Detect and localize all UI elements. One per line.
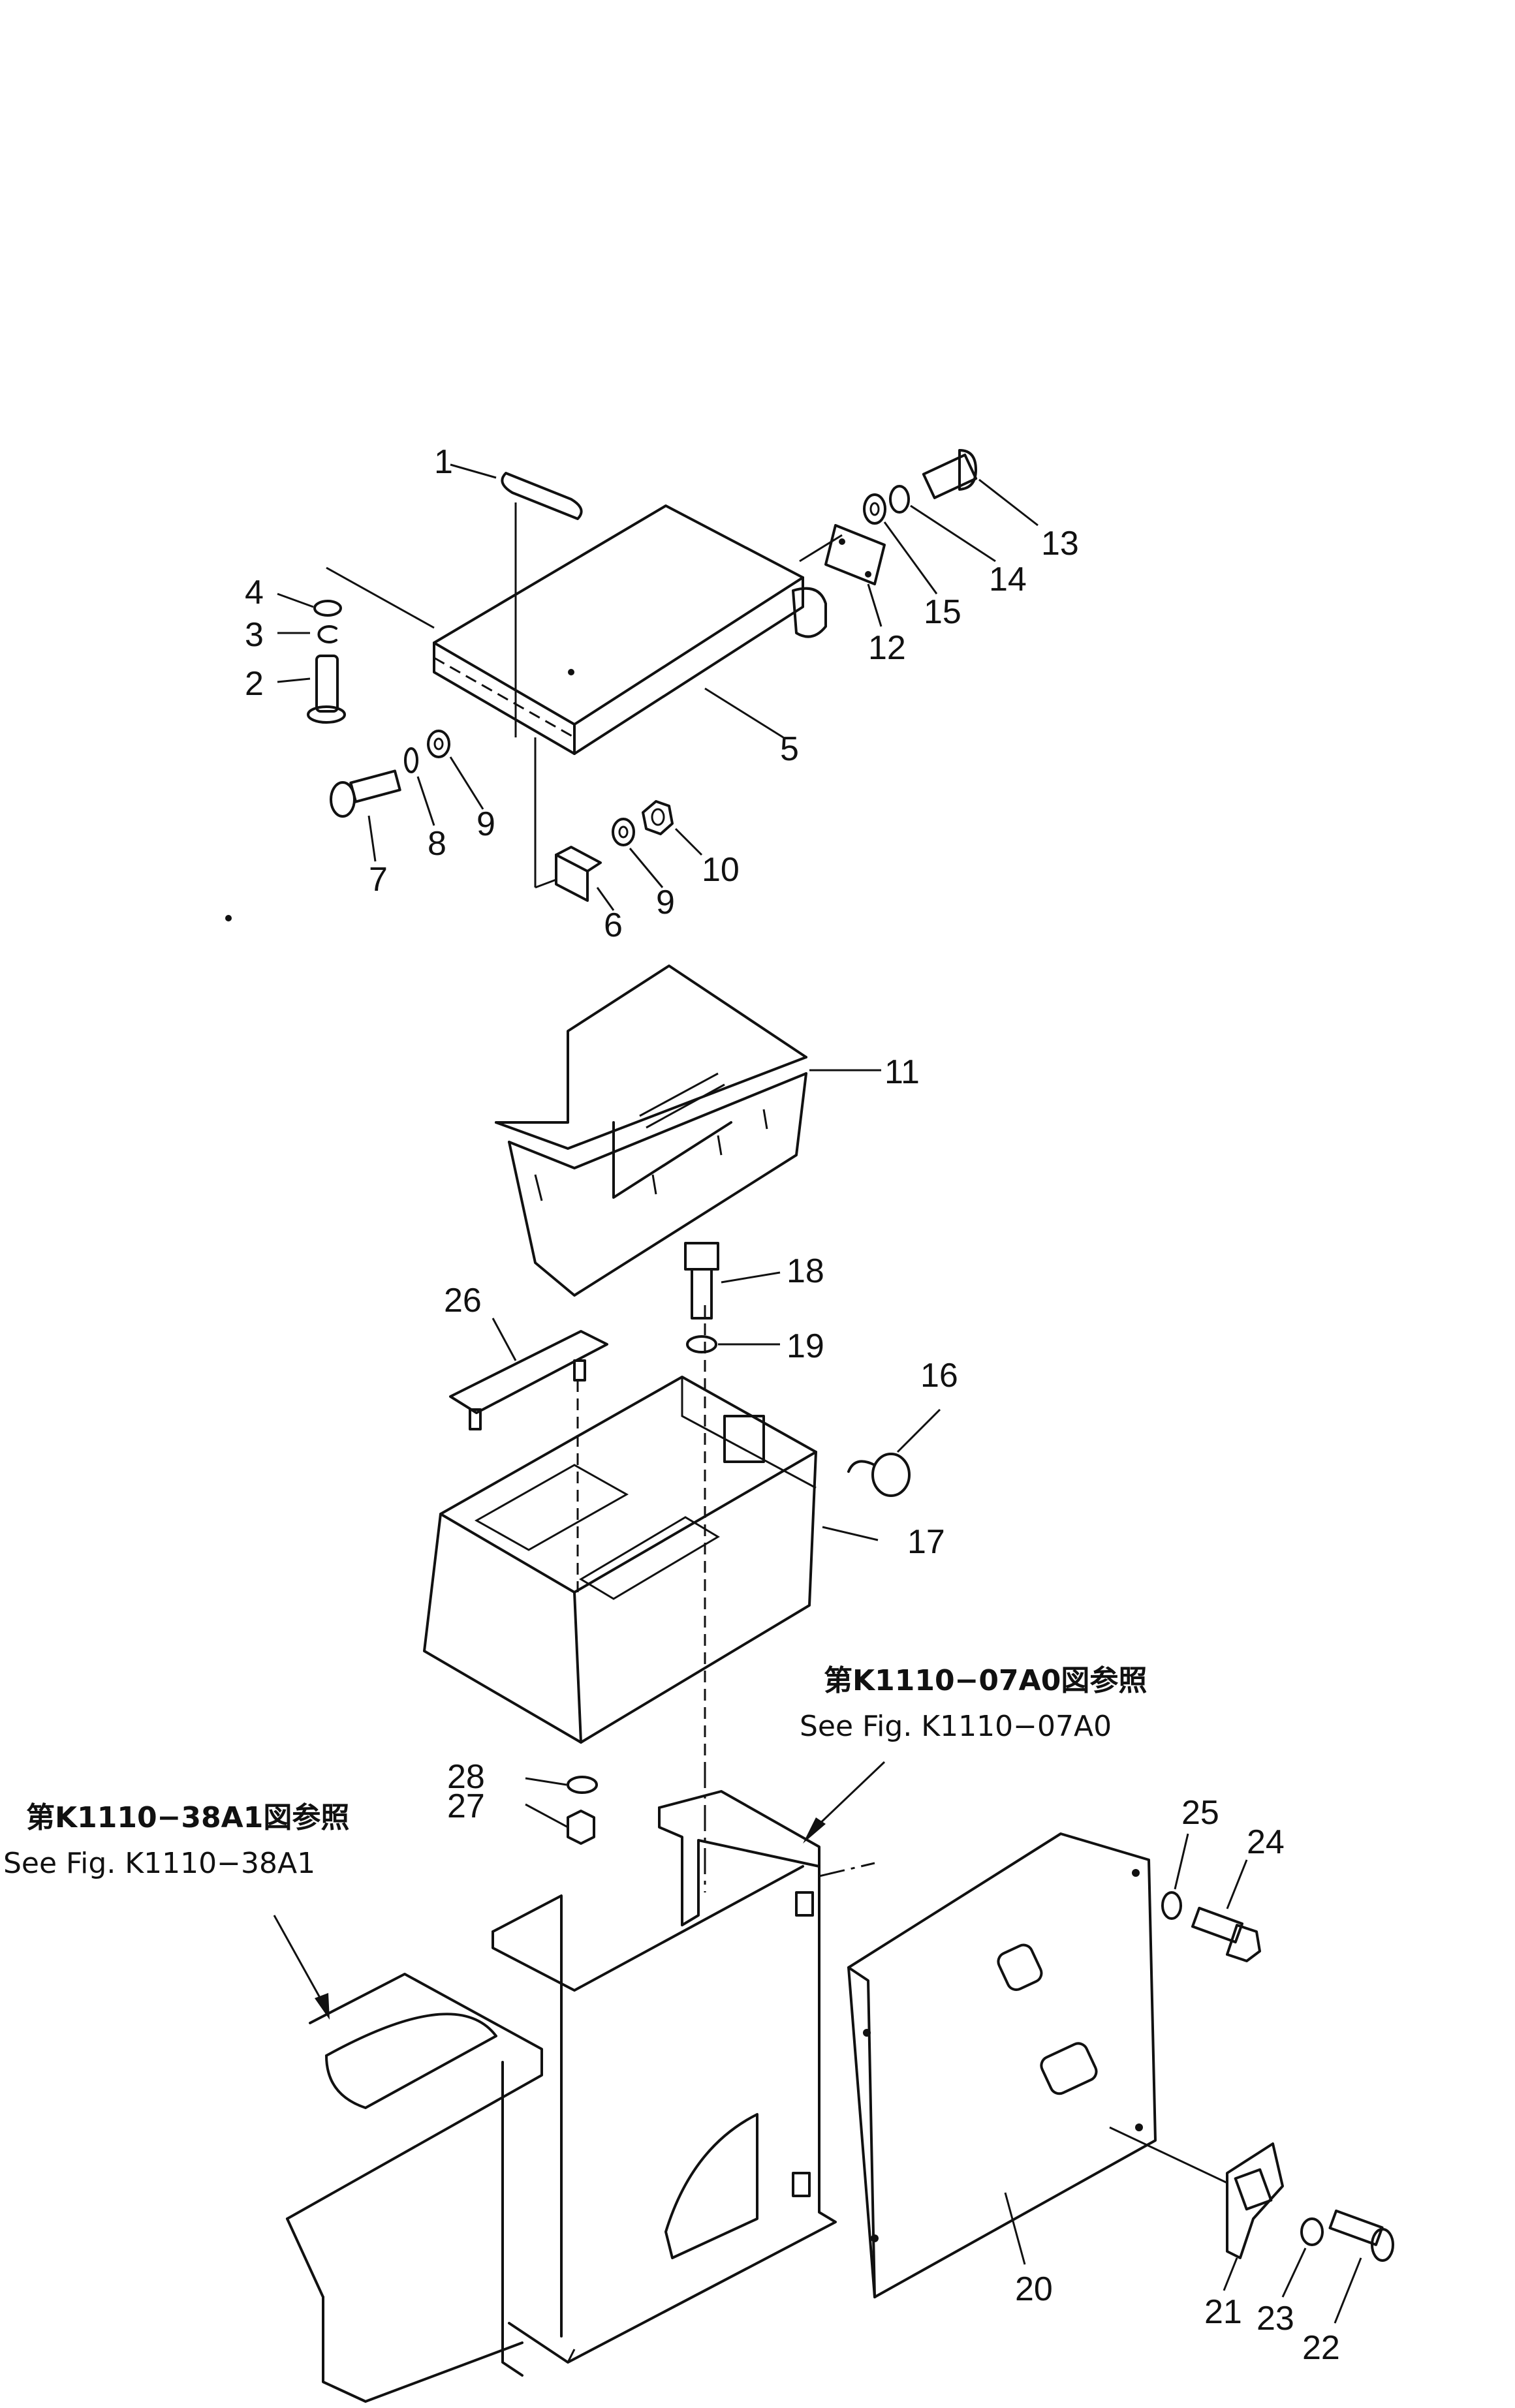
washer-3 <box>317 625 337 643</box>
frame-07a0 <box>492 1790 837 2364</box>
washer-4 <box>313 600 342 617</box>
label-12: 12 <box>868 629 906 667</box>
reference-arrow-07a0 <box>803 1761 886 1844</box>
label-6: 6 <box>604 906 623 944</box>
label-5: 5 <box>780 730 799 768</box>
reference-b-japanese: 第K1110−38A1図参照 <box>26 1801 349 1834</box>
frame-38a1 <box>286 1973 576 2403</box>
label-9b: 9 <box>656 884 675 921</box>
bolt-2 <box>307 655 346 724</box>
label-4: 4 <box>245 574 264 611</box>
label-27: 27 <box>447 1787 485 1825</box>
bolt-24 <box>1191 1906 1261 1962</box>
label-9a: 9 <box>476 805 495 843</box>
washer-9a <box>427 730 450 758</box>
armrest-cover <box>326 504 843 755</box>
plate-12 <box>824 524 886 585</box>
label-24: 24 <box>1247 1823 1285 1861</box>
label-1: 1 <box>434 443 453 481</box>
washer-19 <box>686 1335 717 1353</box>
label-23: 23 <box>1257 2300 1294 2338</box>
washer-23 <box>1300 2217 1324 2246</box>
reference-a-english: See Fig. K1110−07A0 <box>800 1710 1112 1743</box>
cover-26 <box>449 1330 608 1592</box>
reference-a-japanese: 第K1110−07A0図参照 <box>824 1664 1147 1697</box>
label-8: 8 <box>428 825 446 863</box>
washer-15 <box>863 493 886 525</box>
label-7: 7 <box>369 861 388 899</box>
label-2: 2 <box>245 665 264 703</box>
label-17: 17 <box>907 1523 945 1561</box>
bolt-18 <box>684 1242 719 1320</box>
label-3: 3 <box>245 616 264 654</box>
bracket-6 <box>534 737 602 902</box>
washer-28 <box>567 1776 598 1794</box>
nut-10 <box>642 800 674 835</box>
label-15: 15 <box>924 593 961 631</box>
label-19: 19 <box>787 1327 824 1365</box>
label-28: 28 <box>447 1758 485 1796</box>
label-20: 20 <box>1015 2270 1053 2308</box>
washer-25 <box>1161 1891 1182 1920</box>
clip-16 <box>847 1453 911 1497</box>
bolt-13 <box>922 449 978 499</box>
label-21: 21 <box>1204 2293 1242 2331</box>
bolt-7 <box>330 769 401 818</box>
label-14: 14 <box>989 561 1027 598</box>
stray-dot <box>225 915 232 921</box>
label-11: 11 <box>884 1053 920 1091</box>
washer-8 <box>404 747 418 773</box>
latch-21 <box>1226 2142 1284 2259</box>
label-26: 26 <box>444 1282 482 1320</box>
label-22: 22 <box>1302 2329 1340 2367</box>
box-17 <box>423 1305 817 1892</box>
bolt-22 <box>1328 2209 1394 2262</box>
reference-b-english: See Fig. K1110−38A1 <box>3 1847 315 1880</box>
label-13: 13 <box>1041 525 1079 563</box>
handle <box>501 472 583 737</box>
side-panel-20 <box>819 1832 1228 2298</box>
washer-14 <box>889 485 910 514</box>
label-18: 18 <box>787 1252 824 1290</box>
label-25: 25 <box>1181 1794 1219 1832</box>
tray-11 <box>495 965 807 1297</box>
label-10: 10 <box>702 851 740 889</box>
washer-9b <box>612 818 635 846</box>
label-leaders <box>277 463 1362 2324</box>
reference-arrow-38a1 <box>273 1915 330 2020</box>
label-16: 16 <box>920 1357 958 1395</box>
nut-27 <box>567 1810 595 1845</box>
